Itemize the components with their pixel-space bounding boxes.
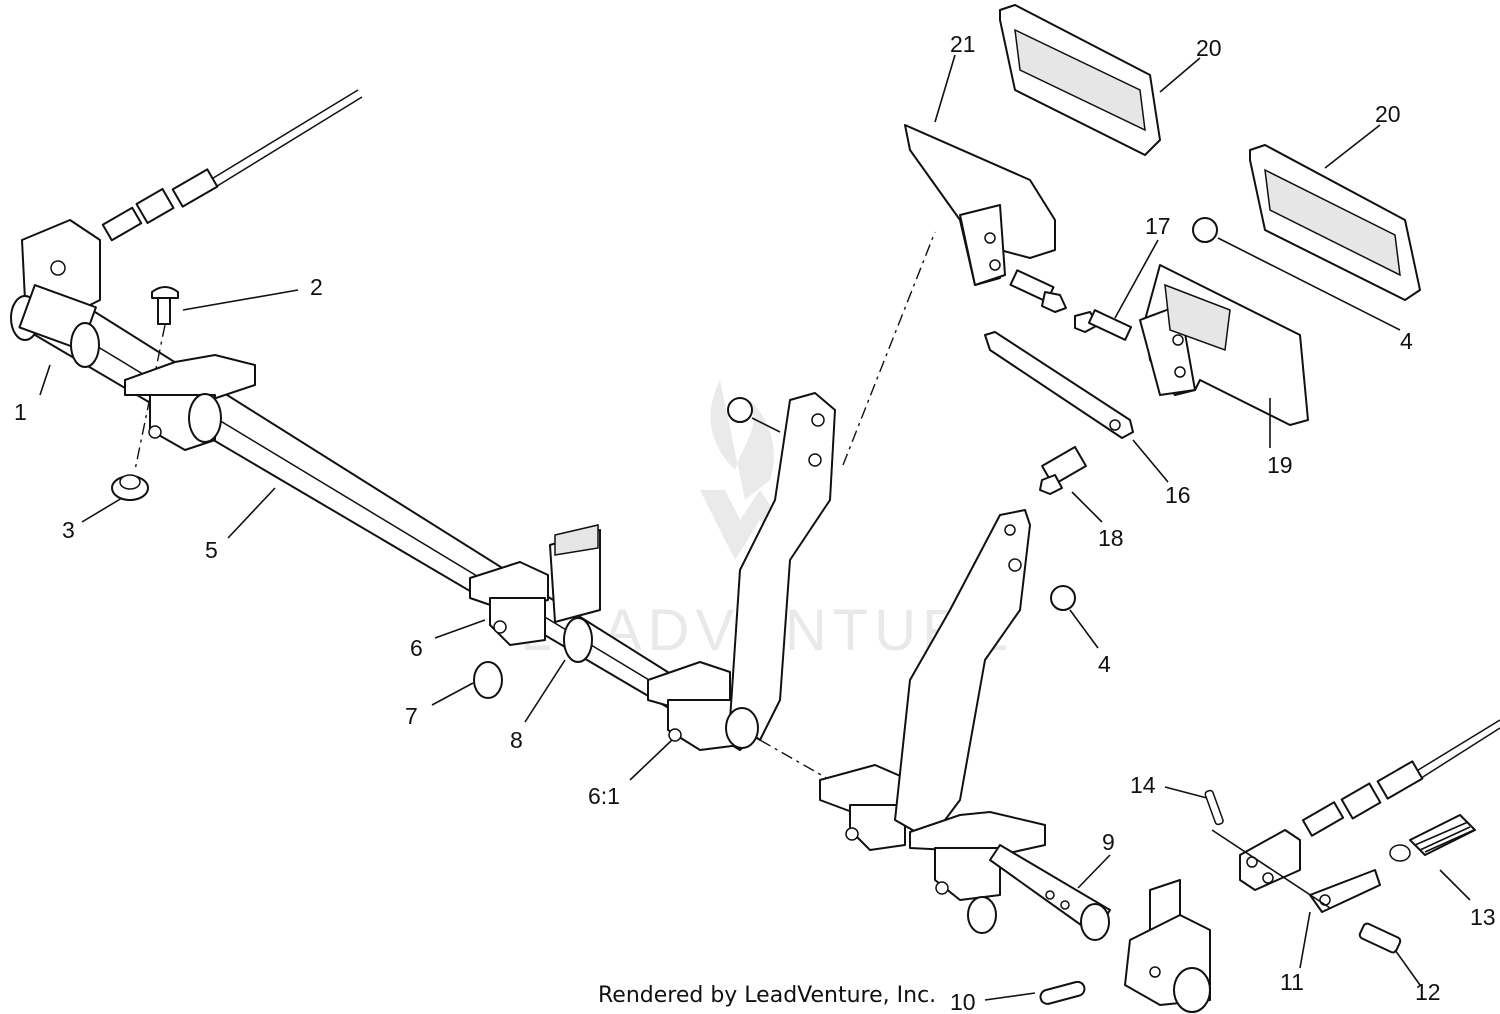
link-plate (1309, 869, 1381, 913)
hex-bolt-17 (1074, 309, 1133, 341)
left-lever-bracket (10, 219, 101, 368)
leader-lines (39, 54, 1471, 1001)
brake-lever-right (819, 509, 1031, 851)
carriage-bolt (151, 286, 179, 325)
callout-19: 19 (1267, 452, 1293, 478)
adjust-plate (984, 331, 1134, 439)
flange-nut (111, 474, 149, 501)
control-cable-left (101, 89, 363, 242)
callout-3: 3 (62, 517, 75, 543)
render-credit: Rendered by LeadVenture, Inc. (598, 983, 936, 1008)
callout-9: 9 (1102, 829, 1115, 855)
callout-13: 13 (1470, 904, 1496, 930)
right-bearing (909, 811, 1046, 901)
lever-nut-upper (727, 397, 753, 423)
middle-bearing (469, 524, 601, 663)
callout-4-upper: 4 (1400, 328, 1413, 354)
callout-21: 21 (950, 31, 976, 57)
callout-11: 11 (1280, 969, 1304, 995)
callout-14: 14 (1130, 772, 1156, 798)
pedal-bracket-lower (1139, 264, 1309, 426)
circlip-right (967, 896, 997, 934)
right-arm-bracket (1124, 879, 1211, 1013)
callout-12: 12 (1415, 979, 1441, 1005)
callout-8: 8 (510, 727, 523, 753)
foot-pad-lower (1249, 144, 1421, 301)
callout-20-upper: 20 (1196, 35, 1222, 61)
callout-20-lower: 20 (1375, 101, 1401, 127)
clevis (1239, 829, 1301, 891)
callout-16: 16 (1165, 482, 1191, 508)
cotter-pin (1204, 789, 1224, 826)
callout-18: 18 (1098, 525, 1124, 551)
left-bearing (124, 354, 256, 451)
roll-pin (1039, 980, 1086, 1005)
hex-bolt-18 (1039, 445, 1087, 495)
circlip-left (473, 661, 503, 699)
callout-10: 10 (950, 989, 976, 1014)
callout-6-1: 6:1 (588, 783, 620, 809)
clevis-pin (1358, 922, 1402, 954)
hex-bolt-upper (1009, 269, 1067, 313)
control-cable-right (1301, 719, 1500, 837)
callout-17: 17 (1145, 213, 1171, 239)
foot-pad-upper (999, 4, 1161, 156)
callout-2: 2 (310, 274, 323, 300)
callout-5: 5 (205, 537, 218, 563)
brake-lever-left (725, 392, 836, 749)
callout-labels: 1 2 3 5 6 7 8 6:1 9 10 11 12 13 14 16 17… (14, 31, 1496, 1014)
pedal-bracket-upper (904, 124, 1056, 286)
nut-upper-right (1192, 217, 1218, 243)
callout-4-lower: 4 (1098, 651, 1111, 677)
callout-7: 7 (405, 703, 418, 729)
lever-bearing (647, 661, 741, 751)
callout-1: 1 (14, 399, 27, 425)
nut-lever-right (1050, 585, 1076, 611)
callout-6: 6 (410, 635, 423, 661)
right-shaft (989, 844, 1111, 941)
return-spring (1389, 814, 1476, 862)
